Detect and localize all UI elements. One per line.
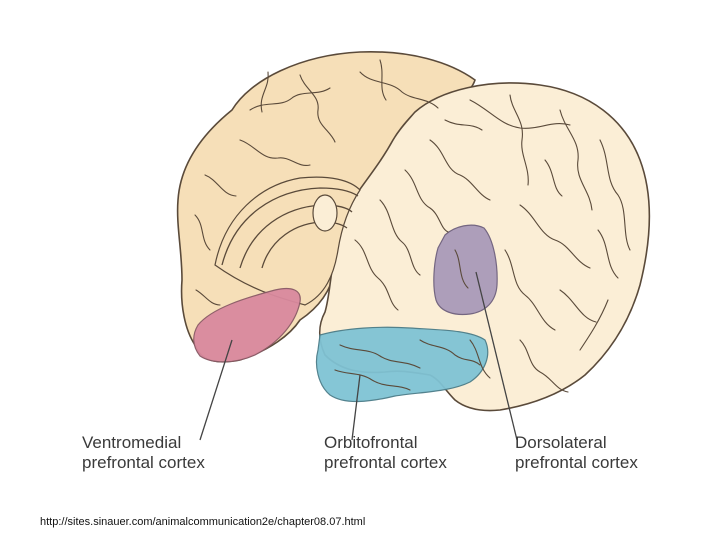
ventromedial-leader-line	[199, 339, 233, 441]
orbitofrontal-label: Orbitofrontal prefrontal cortex	[324, 433, 447, 473]
ventromedial-label-line1: Ventromedial	[82, 433, 182, 452]
corpus-callosum-outer	[221, 187, 359, 266]
dorsolateral-label: Dorsolateral prefrontal cortex	[515, 433, 638, 473]
dorsolateral-leader-line	[475, 271, 518, 441]
orbitofrontal-leader-line	[351, 374, 361, 441]
ventromedial-label-line2: prefrontal cortex	[82, 453, 205, 472]
orbitofrontal-label-line1: Orbitofrontal	[324, 433, 418, 452]
ventricle	[312, 194, 338, 232]
source-url[interactable]: http://sites.sinauer.com/animalcommunica…	[40, 516, 366, 528]
sulci	[194, 59, 631, 393]
dorsolateral-label-line2: prefrontal cortex	[515, 453, 638, 472]
ventromedial-region	[193, 287, 301, 363]
ventromedial-label: Ventromedial prefrontal cortex	[82, 433, 205, 473]
dorsolateral-label-line1: Dorsolateral	[515, 433, 607, 452]
dorsolateral-region	[433, 224, 498, 316]
orbitofrontal-label-line2: prefrontal cortex	[324, 453, 447, 472]
